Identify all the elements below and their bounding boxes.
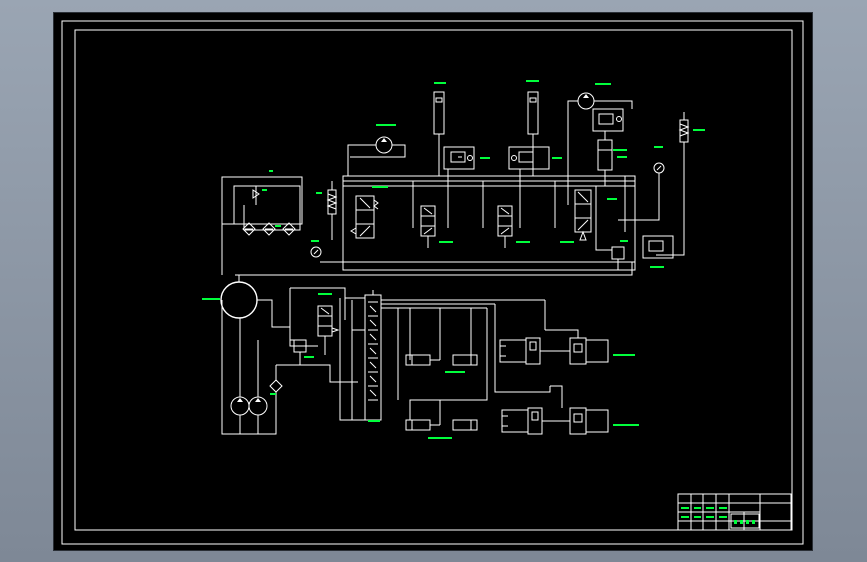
gauge-left xyxy=(310,246,322,258)
title-block xyxy=(677,493,792,531)
valve-3 xyxy=(497,205,513,248)
pump-pair xyxy=(221,300,358,435)
solenoid-valve-left xyxy=(289,287,346,365)
spring-element-right xyxy=(656,112,690,256)
cylinder-1 xyxy=(433,91,475,176)
hydraulic-motor-left xyxy=(220,275,290,328)
inner-border xyxy=(74,29,793,531)
cylinder-pair-middle xyxy=(405,354,478,366)
pressure-valve xyxy=(597,131,613,186)
hydraulic-motor-top xyxy=(347,136,406,176)
cooler-group xyxy=(221,176,303,236)
valve-4 xyxy=(574,189,592,241)
drawing-sheet xyxy=(54,13,812,550)
filter-left xyxy=(326,181,338,240)
stack-manifold xyxy=(339,290,382,421)
lower-circuit xyxy=(220,275,609,435)
supply-lines xyxy=(381,299,551,420)
cylinder-2 xyxy=(508,91,550,176)
annotation-marks xyxy=(202,80,705,439)
outer-border xyxy=(61,20,804,545)
right-cylinder-group-lower xyxy=(501,385,609,435)
valve-2 xyxy=(420,205,436,248)
gauge-right xyxy=(618,162,665,221)
valve-1 xyxy=(350,195,379,239)
right-cylinder-group-upper xyxy=(499,329,609,365)
pump-top-right xyxy=(567,92,633,176)
manifold-lines xyxy=(412,169,636,262)
cylinder-pair-bottom xyxy=(405,400,478,431)
check-valve-right xyxy=(611,246,625,270)
accumulator-right xyxy=(642,235,674,259)
upper-circuit xyxy=(221,91,690,276)
